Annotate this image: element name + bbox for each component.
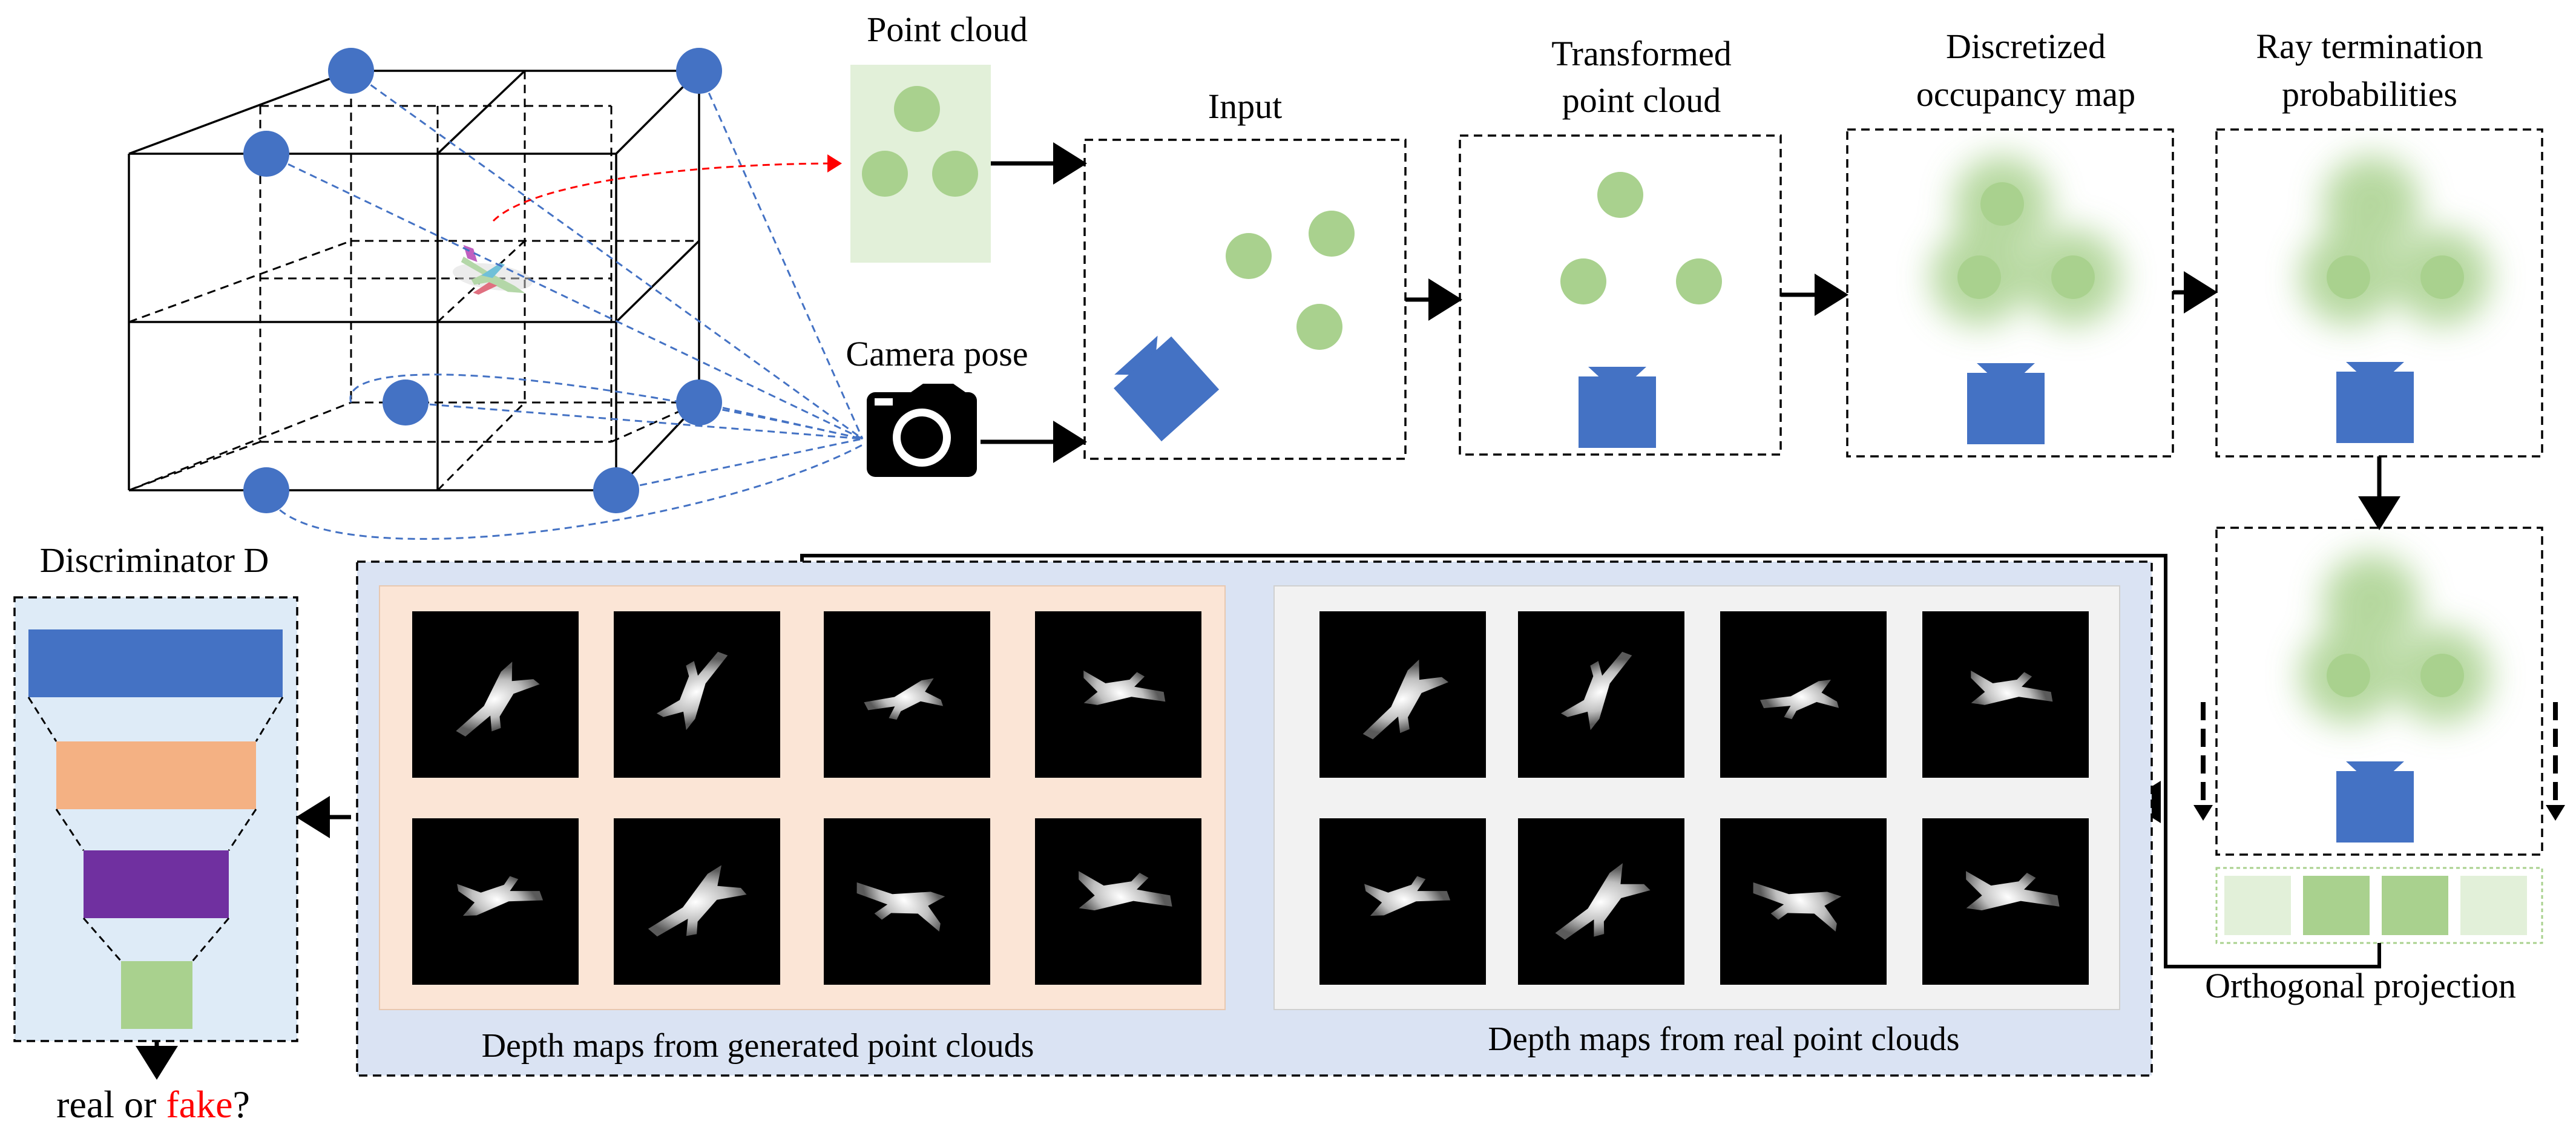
depth-map-tile bbox=[1518, 818, 1684, 985]
real-caption: Depth maps from real point clouds bbox=[1488, 1020, 1959, 1058]
depth-map-tile bbox=[824, 611, 990, 778]
projector-icon bbox=[1967, 363, 2045, 444]
connector-projection-to-depth bbox=[800, 554, 2381, 968]
generated-depth-grid bbox=[412, 611, 1201, 985]
camera-icon bbox=[867, 384, 977, 477]
ray-title-1: Ray termination bbox=[2256, 27, 2483, 66]
projector-icon bbox=[2336, 761, 2414, 843]
depth-map-tile bbox=[1035, 818, 1201, 985]
transformed-title-2: point cloud bbox=[1562, 80, 1721, 120]
depth-map-tile bbox=[1922, 611, 2089, 778]
orthogonal-projection-title: Orthogonal projection bbox=[2205, 966, 2516, 1005]
discretized-title-2: occupancy map bbox=[1916, 74, 2135, 114]
projector-icon bbox=[1579, 367, 1656, 448]
point-cloud-title: Point cloud bbox=[867, 10, 1028, 49]
ray-title-2: probabilities bbox=[2282, 74, 2457, 114]
depth-map-tile bbox=[1720, 818, 1887, 985]
camera-pose-title: Camera pose bbox=[846, 334, 1028, 373]
transformed-box bbox=[1459, 134, 1782, 456]
discriminator-box bbox=[13, 596, 298, 1042]
projection-strip bbox=[2215, 867, 2543, 944]
real-or-text: real or bbox=[56, 1083, 166, 1126]
input-box bbox=[1083, 139, 1407, 460]
ray-box bbox=[2215, 128, 2543, 458]
depth-map-tile bbox=[1720, 611, 1887, 778]
discriminator-title: Discriminator D bbox=[40, 540, 269, 580]
input-title: Input bbox=[1208, 87, 1282, 126]
airplane-icon bbox=[453, 245, 533, 295]
question-mark: ? bbox=[232, 1083, 249, 1126]
voxel-cube bbox=[128, 70, 700, 491]
discretized-title-1: Discretized bbox=[1946, 27, 2106, 66]
depth-map-tile bbox=[1319, 611, 1486, 778]
projector-icon bbox=[1107, 329, 1220, 442]
depth-map-tile bbox=[824, 818, 990, 985]
depth-map-tile bbox=[1035, 611, 1201, 778]
ray-lines bbox=[265, 70, 864, 540]
projector-icon bbox=[2336, 362, 2414, 443]
depth-map-tile bbox=[412, 611, 579, 778]
depth-map-tile bbox=[614, 818, 780, 985]
depth-map-tile bbox=[614, 611, 780, 778]
point-cloud-panel bbox=[850, 65, 991, 263]
depth-map-tile bbox=[1922, 818, 2089, 985]
depth-map-tile bbox=[1518, 611, 1684, 778]
occupancy-box bbox=[1846, 128, 2174, 458]
depth-map-tile bbox=[412, 818, 579, 985]
depth-map-tile bbox=[1319, 818, 1486, 985]
transformed-title-1: Transformed bbox=[1551, 34, 1732, 73]
cube-nodes bbox=[243, 48, 722, 513]
red-ray bbox=[492, 154, 842, 222]
generated-caption: Depth maps from generated point clouds bbox=[482, 1027, 1034, 1065]
real-depth-grid bbox=[1319, 611, 2089, 985]
projection-box bbox=[2193, 527, 2565, 856]
fake-text: fake bbox=[166, 1083, 232, 1126]
real-or-fake-label: real or fake? bbox=[56, 1083, 250, 1126]
